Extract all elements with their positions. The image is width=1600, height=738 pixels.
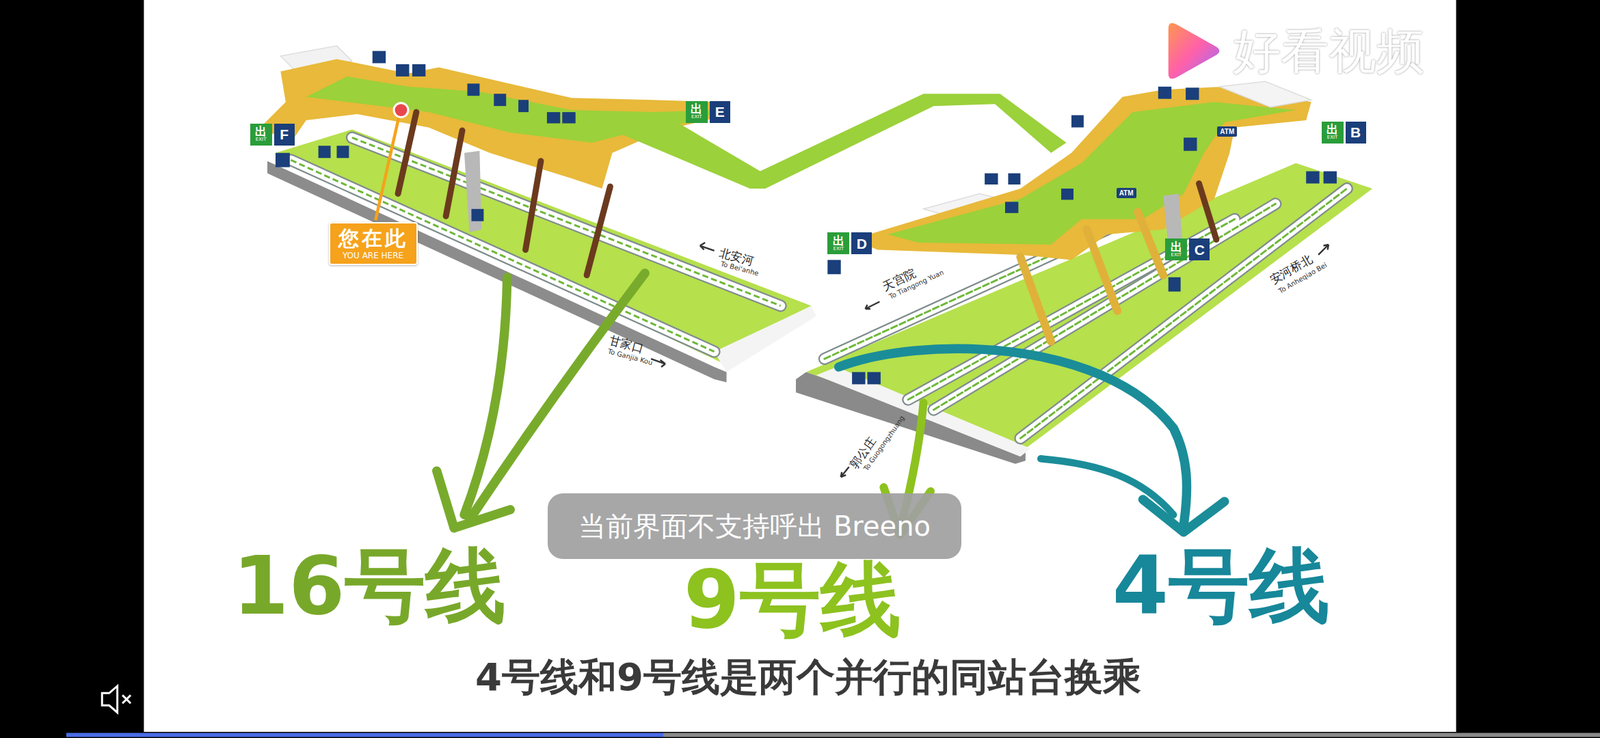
- exit-sign: 出EXIT E: [685, 101, 731, 124]
- exit-word: EXIT: [691, 114, 703, 121]
- exit-glyph: 出: [1326, 123, 1339, 136]
- exit-letter-box: F: [274, 123, 295, 146]
- atm-text: ATM: [1219, 127, 1235, 136]
- exit-word: EXIT: [1327, 135, 1339, 141]
- exit-word: EXIT: [1170, 252, 1182, 259]
- toast-text: 当前界面不支持呼出 Breeno: [578, 511, 931, 542]
- exit-letter-box: C: [1189, 238, 1210, 261]
- exit-sign: 出EXIT B: [1321, 121, 1367, 144]
- toast-message: 当前界面不支持呼出 Breeno: [547, 493, 961, 560]
- exit-glyph: 出: [690, 103, 703, 115]
- exit-sign: 出EXIT D: [827, 232, 872, 255]
- exit-green-box: 出EXIT: [1321, 121, 1344, 144]
- exit-word: EXIT: [255, 137, 267, 143]
- here-english: YOU ARE HERE: [338, 250, 409, 261]
- exit-letter: C: [1194, 242, 1205, 258]
- exit-glyph: 出: [255, 125, 267, 138]
- exit-sign: 出EXIT C: [1165, 238, 1210, 261]
- exit-letter-box: B: [1345, 121, 1367, 144]
- exit-green-box: 出EXIT: [1165, 238, 1188, 261]
- line-name: 9号线: [683, 559, 902, 640]
- exit-green-box: 出EXIT: [827, 232, 850, 255]
- exit-letter-box: E: [709, 101, 731, 124]
- exit-letter-box: D: [851, 232, 872, 255]
- line-name: 4号线: [1112, 545, 1330, 627]
- here-text: 您在此: [338, 227, 409, 251]
- line-name: 16号线: [232, 545, 506, 627]
- exit-letter: B: [1350, 125, 1361, 140]
- exit-word: EXIT: [833, 246, 845, 253]
- exit-letter: F: [279, 127, 289, 142]
- exit-glyph: 出: [832, 235, 845, 247]
- exit-green-box: 出EXIT: [250, 123, 273, 146]
- atm-sign: ATM: [1116, 188, 1137, 199]
- subtitle: 4号线和9号线是两个并行的同站台换乘: [475, 658, 1142, 697]
- you-are-here-box: 您在此YOU ARE HERE: [328, 222, 418, 266]
- exit-green-box: 出EXIT: [685, 101, 708, 124]
- exit-letter: E: [715, 104, 725, 119]
- exit-glyph: 出: [1170, 241, 1183, 253]
- watermark: 好看视频: [1232, 26, 1425, 78]
- exit-sign: 出EXIT F: [250, 123, 295, 146]
- atm-sign: ATM: [1217, 126, 1237, 137]
- atm-text: ATM: [1119, 189, 1134, 197]
- exit-letter: D: [856, 236, 868, 251]
